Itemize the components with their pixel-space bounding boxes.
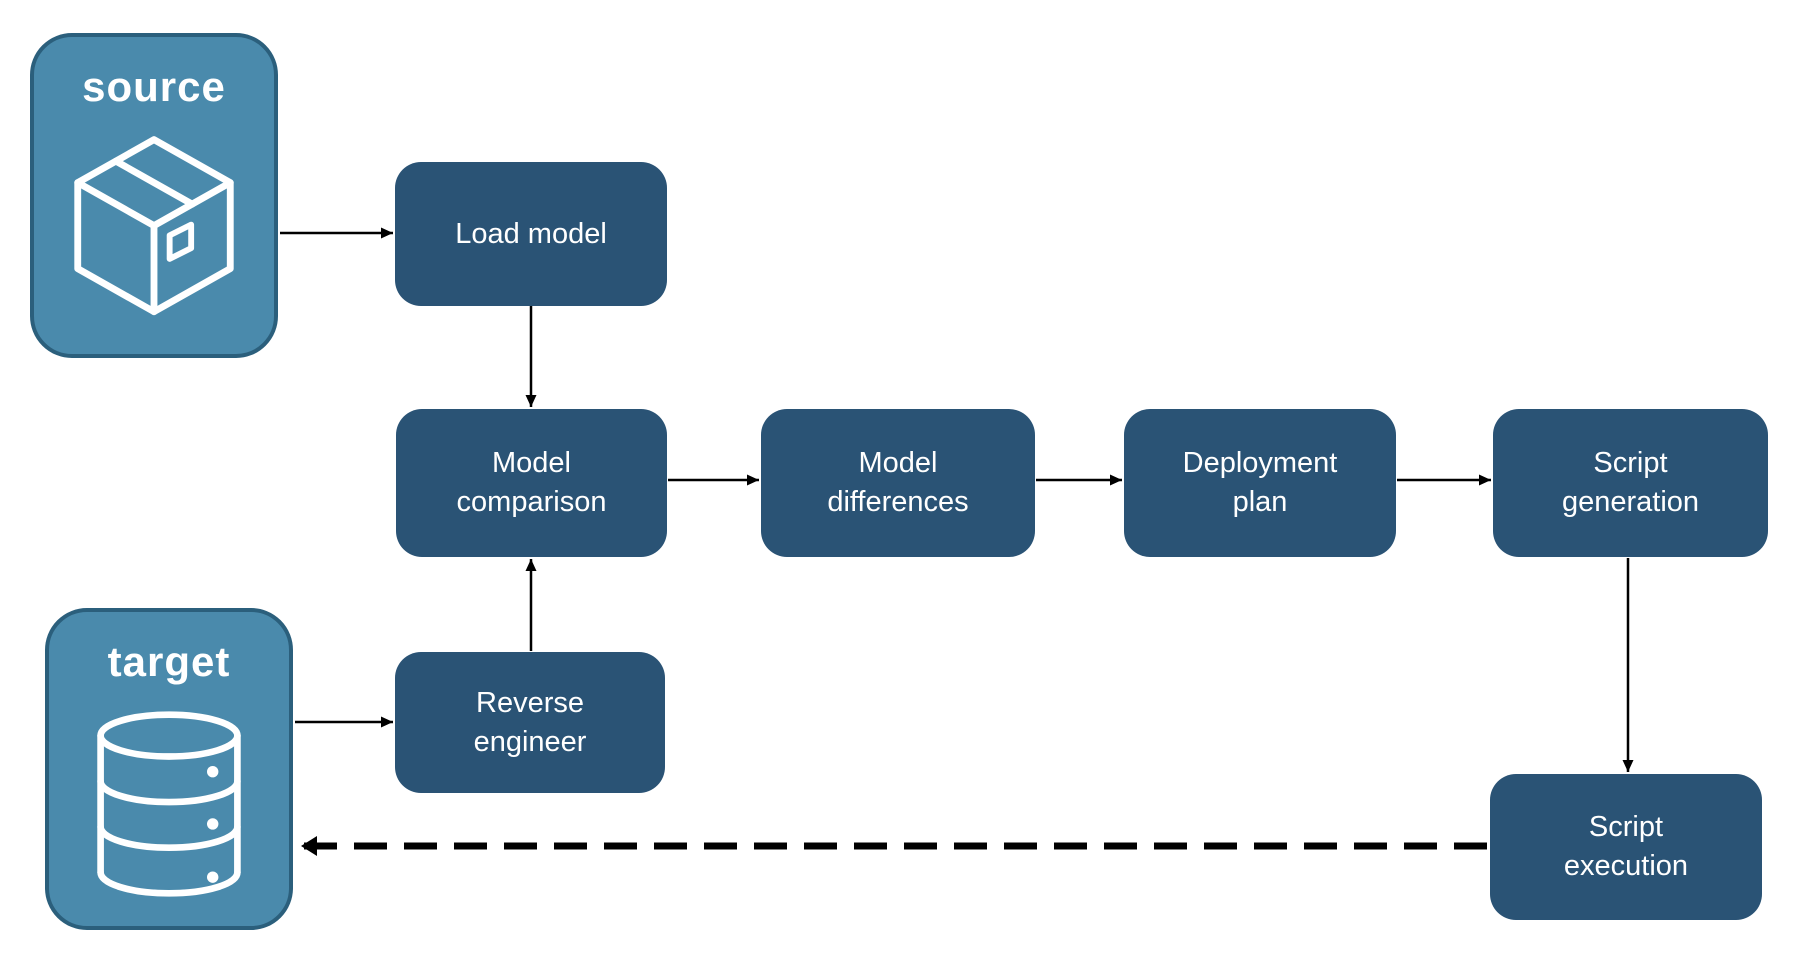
node-script-generation-label-line2: generation	[1561, 486, 1700, 518]
node-model-comparison: Model comparison	[396, 409, 667, 557]
node-script-generation-label-line1: Script	[1593, 447, 1668, 479]
source-label: source	[82, 63, 226, 110]
node-script-execution-label-line1: Script	[1588, 811, 1664, 843]
database-icon	[97, 711, 241, 897]
node-deployment-plan-label-line1: Deployment	[1182, 447, 1338, 479]
node-model-differences-label-line1: Model	[858, 447, 938, 479]
node-model-differences-label-line2: differences	[827, 486, 969, 518]
node-load-model-label: Load model	[455, 217, 607, 250]
target-endpoint: target	[45, 608, 293, 930]
node-reverse-engineer-label-line1: Reverse	[476, 686, 584, 719]
node-script-execution-label-line2: execution	[1563, 850, 1689, 882]
node-script-generation: Script generation	[1493, 409, 1768, 557]
node-load-model: Load model	[395, 162, 667, 306]
package-icon	[74, 136, 234, 316]
node-deployment-plan: Deployment plan	[1124, 409, 1396, 557]
source-endpoint: source	[30, 33, 278, 358]
node-model-comparison-label-line1: Model	[492, 447, 571, 479]
node-deployment-plan-label-line2: plan	[1232, 486, 1288, 518]
node-script-execution: Script execution	[1490, 774, 1762, 920]
node-reverse-engineer-label-line2: engineer	[473, 725, 587, 758]
node-model-differences: Model differences	[761, 409, 1035, 557]
node-reverse-engineer: Reverse engineer	[395, 652, 665, 793]
target-label: target	[107, 638, 231, 685]
node-model-comparison-label-line2: comparison	[456, 486, 607, 518]
